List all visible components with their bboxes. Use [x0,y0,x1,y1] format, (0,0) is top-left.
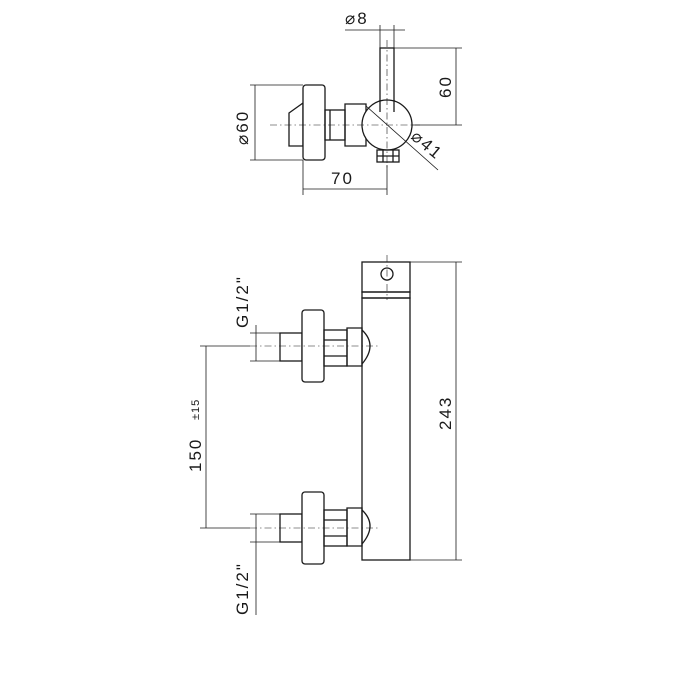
dim-inlet-centers-tolerance: ±15 [190,399,202,420]
front-upper-inlet [250,309,378,383]
top-handle-block [288,101,304,147]
dim-body-diameter: ⌀41 [407,127,446,164]
dim-top-height: 60 [436,75,455,98]
front-view: G1/2" G1/2" 150 ±15 243 [186,255,462,615]
front-top-cap [361,261,411,293]
top-dia41-leader [365,105,439,171]
dim-inlet-centers: 150 [186,438,205,472]
thread-lower-label: G1/2" [233,562,252,615]
top-connector [344,103,367,147]
top-view: ⌀8 60 ⌀60 ⌀41 70 [233,9,462,195]
dim-total-height: 243 [436,396,455,430]
dim-pin-diameter: ⌀8 [345,9,369,28]
front-lower-inlet [250,491,378,565]
dim-flange-diameter: ⌀60 [233,110,252,145]
dim-top-width: 70 [331,169,354,188]
thread-upper-label: G1/2" [233,275,252,328]
top-flange [302,84,326,161]
